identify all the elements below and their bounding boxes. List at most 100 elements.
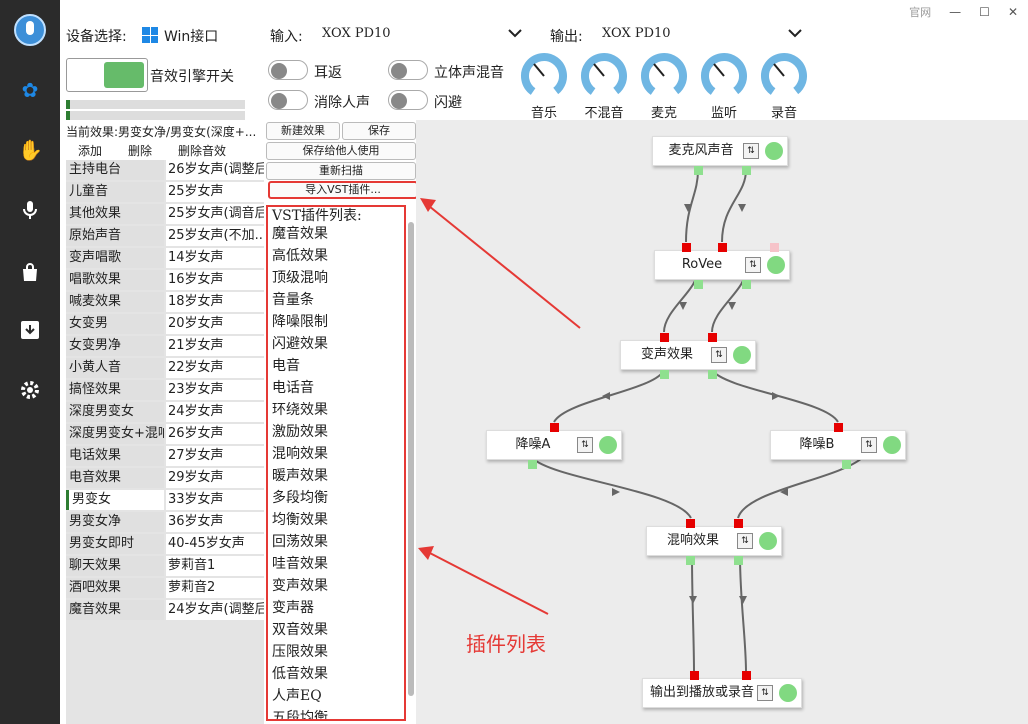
output-port[interactable] xyxy=(528,460,537,469)
add-effect-button[interactable]: 添加 xyxy=(78,144,103,158)
effect-category-cell[interactable]: 电音效果 xyxy=(66,468,164,488)
effect-preset-cell[interactable]: 24岁女声(调整后) xyxy=(166,600,264,620)
import-vst-button[interactable]: 导入VST插件... xyxy=(268,181,418,199)
list-item[interactable]: 顶级混响 xyxy=(272,270,328,286)
node-settings-icon[interactable]: ⇅ xyxy=(737,533,753,549)
rescan-button[interactable]: 重新扫描 xyxy=(266,162,416,180)
input-port[interactable] xyxy=(682,243,691,252)
node-reverb[interactable]: 混响效果⇅ xyxy=(646,526,782,556)
list-item[interactable]: 回荡效果 xyxy=(272,534,328,550)
input-chevron-down-icon[interactable] xyxy=(508,28,522,38)
minimize-button[interactable]: — xyxy=(949,5,962,19)
node-denoise-b[interactable]: 降噪B⇅ xyxy=(770,430,906,460)
node-enable-indicator[interactable] xyxy=(767,256,785,274)
node-settings-icon[interactable]: ⇅ xyxy=(757,685,773,701)
input-port[interactable] xyxy=(718,243,727,252)
list-item[interactable]: 降噪限制 xyxy=(272,314,328,330)
save-for-others-button[interactable]: 保存给他人使用 xyxy=(266,142,416,160)
input-port[interactable] xyxy=(742,671,751,680)
node-output[interactable]: 输出到播放或录音⇅ xyxy=(642,678,802,708)
input-port[interactable] xyxy=(708,333,717,342)
output-port[interactable] xyxy=(660,370,669,379)
node-settings-icon[interactable]: ⇅ xyxy=(743,143,759,159)
list-item[interactable]: 多段均衡 xyxy=(272,490,328,506)
list-item[interactable]: 哇音效果 xyxy=(272,556,328,572)
effect-category-cell[interactable]: 女变男 xyxy=(66,314,164,334)
list-item[interactable]: 电音 xyxy=(272,358,300,374)
output-port[interactable] xyxy=(842,460,851,469)
node-enable-indicator[interactable] xyxy=(765,142,783,160)
effect-category-cell[interactable]: 深度男变女 xyxy=(66,402,164,422)
effect-preset-cell[interactable]: 20岁女声 xyxy=(166,314,264,334)
node-voice-change[interactable]: 变声效果⇅ xyxy=(620,340,756,370)
effect-preset-cell[interactable]: 26岁女声(调整后) xyxy=(166,160,264,180)
list-item[interactable]: 音量条 xyxy=(272,292,314,308)
node-enable-indicator[interactable] xyxy=(779,684,797,702)
list-item[interactable]: 双音效果 xyxy=(272,622,328,638)
effect-category-cell[interactable]: 聊天效果 xyxy=(66,556,164,576)
list-item[interactable]: 五段均衡 xyxy=(272,710,328,721)
list-item[interactable]: 均衡效果 xyxy=(272,512,328,528)
list-item[interactable]: 变声器 xyxy=(272,600,314,616)
output-select[interactable]: XOX PD10 xyxy=(602,26,671,41)
node-settings-icon[interactable]: ⇅ xyxy=(711,347,727,363)
node-enable-indicator[interactable] xyxy=(599,436,617,454)
effect-category-cell[interactable]: 酒吧效果 xyxy=(66,578,164,598)
knob-dial-1[interactable] xyxy=(580,52,628,100)
effect-category-cell[interactable]: 男变女即时 xyxy=(66,534,164,554)
effect-preset-cell[interactable]: 萝莉音2 xyxy=(166,578,264,598)
effect-preset-cell[interactable]: 25岁女声(不加... xyxy=(166,226,264,246)
output-port[interactable] xyxy=(686,556,695,565)
effect-category-cell[interactable]: 深度男变女+混响 xyxy=(66,424,164,444)
knob-dial-0[interactable] xyxy=(520,52,568,100)
output-port[interactable] xyxy=(694,166,703,175)
knob-dial-3[interactable] xyxy=(700,52,748,100)
input-port[interactable] xyxy=(690,671,699,680)
hand-wave-icon[interactable]: ✋ xyxy=(18,138,43,162)
knob-dial-4[interactable] xyxy=(760,52,808,100)
effect-category-cell[interactable]: 其他效果 xyxy=(66,204,164,224)
ear-return-toggle[interactable] xyxy=(268,60,308,80)
effect-category-cell[interactable]: 电话效果 xyxy=(66,446,164,466)
gear-icon[interactable] xyxy=(18,378,42,402)
effect-preset-cell[interactable]: 36岁女声 xyxy=(166,512,264,532)
effect-preset-cell[interactable]: 33岁女声 xyxy=(166,490,264,510)
effect-preset-cell[interactable]: 26岁女声 xyxy=(166,424,264,444)
effect-category-cell[interactable]: 女变男净 xyxy=(66,336,164,356)
official-site-link[interactable]: 官网 xyxy=(909,6,932,19)
effect-preset-cell[interactable]: 24岁女声 xyxy=(166,402,264,422)
list-item[interactable]: 闪避效果 xyxy=(272,336,328,352)
effect-preset-cell[interactable]: 萝莉音1 xyxy=(166,556,264,576)
effect-category-cell[interactable]: 男变女净 xyxy=(66,512,164,532)
input-port[interactable] xyxy=(734,519,743,528)
shopping-bag-icon[interactable] xyxy=(18,260,42,284)
effect-category-cell[interactable]: 魔音效果 xyxy=(66,600,164,620)
node-enable-indicator[interactable] xyxy=(883,436,901,454)
node-settings-icon[interactable]: ⇅ xyxy=(577,437,593,453)
node-enable-indicator[interactable] xyxy=(759,532,777,550)
output-port[interactable] xyxy=(734,556,743,565)
list-item[interactable]: 人声EQ xyxy=(272,688,322,704)
effect-preset-cell[interactable]: 25岁女声 xyxy=(166,182,264,202)
input-port[interactable] xyxy=(834,423,843,432)
vst-list-scrollbar[interactable] xyxy=(408,222,414,696)
effect-preset-cell[interactable]: 23岁女声 xyxy=(166,380,264,400)
effect-category-cell[interactable]: 喊麦效果 xyxy=(66,292,164,312)
save-button[interactable]: 保存 xyxy=(342,122,416,140)
list-item[interactable]: 压限效果 xyxy=(272,644,328,660)
node-settings-icon[interactable]: ⇅ xyxy=(861,437,877,453)
